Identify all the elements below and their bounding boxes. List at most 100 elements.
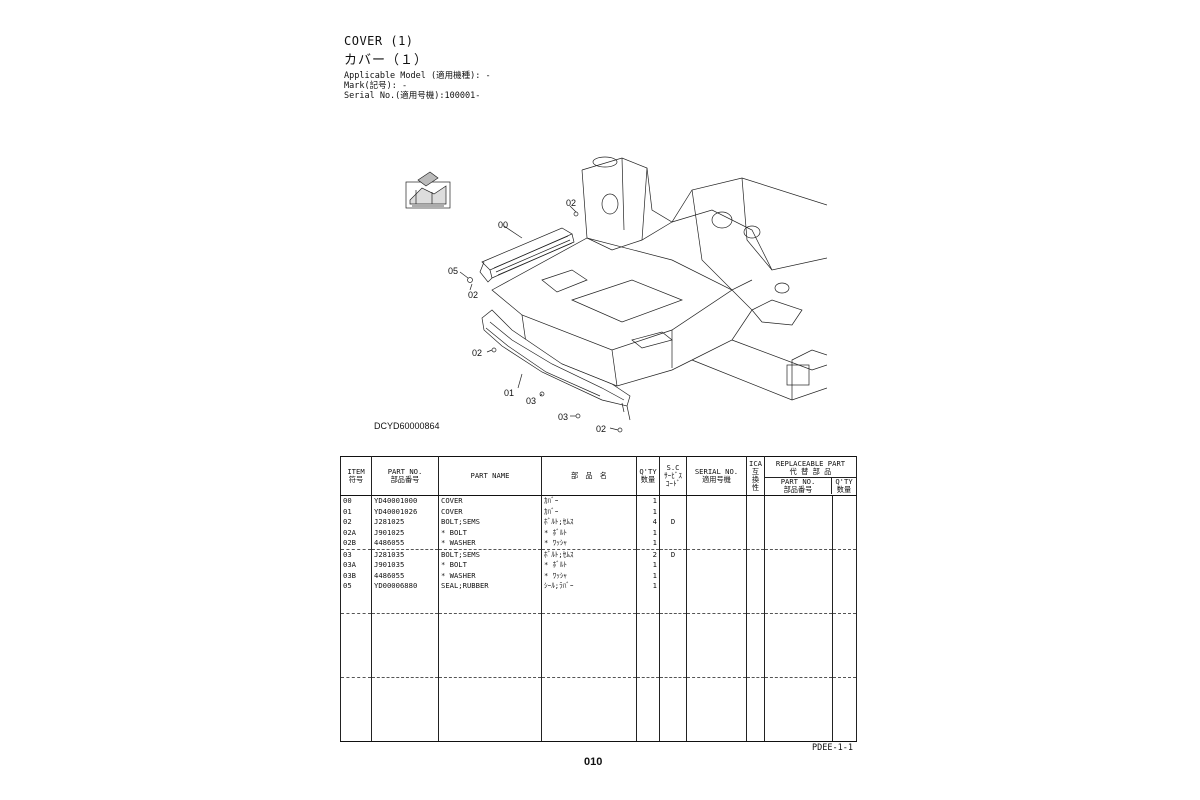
- cell-partno: [371, 666, 439, 677]
- cell-ica: [746, 548, 765, 560]
- cell-jp: * ﾜｯｼｬ: [541, 570, 637, 581]
- drawing-code: DCYD60000864: [374, 421, 440, 431]
- col-part-no: PART NO.部品番号: [371, 456, 439, 496]
- cell-partno: [371, 730, 439, 742]
- cell-rqty: [832, 612, 857, 624]
- cell-sc: [659, 688, 687, 699]
- cell-serial: [686, 495, 747, 507]
- cell-jp: * ﾜｯｼｬ: [541, 538, 637, 549]
- cell-partno: YD00006880: [371, 581, 439, 592]
- cell-item: [340, 634, 372, 645]
- cell-item: [340, 719, 372, 730]
- table-row: [340, 645, 857, 656]
- cell-partno: J281025: [371, 517, 439, 528]
- cell-jp: [541, 624, 637, 635]
- cell-rpno: [764, 527, 833, 538]
- table-row: [340, 698, 857, 709]
- cell-name: [438, 698, 542, 709]
- cell-sc: [659, 698, 687, 709]
- cell-serial: [686, 602, 747, 613]
- cell-rpno: [764, 602, 833, 613]
- cell-ica: [746, 570, 765, 581]
- cell-sc: [659, 709, 687, 720]
- cell-qty: [636, 634, 660, 645]
- cell-rqty: [832, 698, 857, 709]
- cell-serial: [686, 688, 747, 699]
- cell-qty: 1: [636, 560, 660, 571]
- cell-name: [438, 655, 542, 666]
- cell-item: [340, 645, 372, 656]
- cell-partno: [371, 698, 439, 709]
- cell-ica: [746, 538, 765, 549]
- cell-ica: [746, 506, 765, 517]
- cell-item: 05: [340, 581, 372, 592]
- cell-rqty: [832, 527, 857, 538]
- cell-ica: [746, 719, 765, 730]
- cell-item: 02: [340, 517, 372, 528]
- cell-serial: [686, 676, 747, 688]
- callout-00: 00: [498, 220, 508, 230]
- cell-jp: ｼｰﾙ;ﾗﾊﾞｰ: [541, 581, 637, 592]
- cell-sc: [659, 730, 687, 742]
- cell-rqty: [832, 538, 857, 549]
- cell-jp: * ﾎﾞﾙﾄ: [541, 527, 637, 538]
- cell-ica: [746, 527, 765, 538]
- cell-partno: J901025: [371, 527, 439, 538]
- cell-name: [438, 666, 542, 677]
- cell-qty: [636, 624, 660, 635]
- cell-sc: [659, 527, 687, 538]
- cell-serial: [686, 506, 747, 517]
- cell-rqty: [832, 581, 857, 592]
- cell-ica: [746, 645, 765, 656]
- callout-03-a: 03: [526, 396, 536, 406]
- cell-serial: [686, 612, 747, 624]
- cell-item: 03: [340, 548, 372, 560]
- cell-partno: [371, 602, 439, 613]
- cell-rpno: [764, 719, 833, 730]
- cell-partno: [371, 688, 439, 699]
- cell-item: [340, 666, 372, 677]
- cell-rpno: [764, 698, 833, 709]
- cell-qty: 1: [636, 495, 660, 507]
- table-row: [340, 591, 857, 602]
- cell-jp: [541, 602, 637, 613]
- cell-serial: [686, 591, 747, 602]
- cell-name: COVER: [438, 506, 542, 517]
- cell-rqty: [832, 730, 857, 742]
- cell-partno: J281035: [371, 548, 439, 560]
- cell-partno: 4486055: [371, 538, 439, 549]
- cell-serial: [686, 666, 747, 677]
- cell-rqty: [832, 666, 857, 677]
- cell-ica: [746, 612, 765, 624]
- cell-partno: [371, 655, 439, 666]
- cell-qty: 4: [636, 517, 660, 528]
- cell-jp: [541, 730, 637, 742]
- mark-line: Mark(記号): -: [344, 81, 408, 91]
- cell-item: 03A: [340, 560, 372, 571]
- cell-ica: [746, 591, 765, 602]
- cell-jp: ﾎﾞﾙﾄ;ｾﾑｽ: [541, 517, 637, 528]
- cell-partno: [371, 719, 439, 730]
- table-row: [340, 602, 857, 613]
- cell-qty: [636, 645, 660, 656]
- cell-sc: [659, 506, 687, 517]
- cell-rqty: [832, 506, 857, 517]
- cell-partno: J901035: [371, 560, 439, 571]
- table-row: [340, 730, 857, 742]
- cell-rpno: [764, 709, 833, 720]
- table-row: [340, 709, 857, 720]
- cell-name: [438, 645, 542, 656]
- cell-item: [340, 676, 372, 688]
- cell-qty: [636, 698, 660, 709]
- cell-name: [438, 709, 542, 720]
- cell-serial: [686, 548, 747, 560]
- cell-jp: [541, 666, 637, 677]
- cell-partno: [371, 709, 439, 720]
- cell-rpno: [764, 581, 833, 592]
